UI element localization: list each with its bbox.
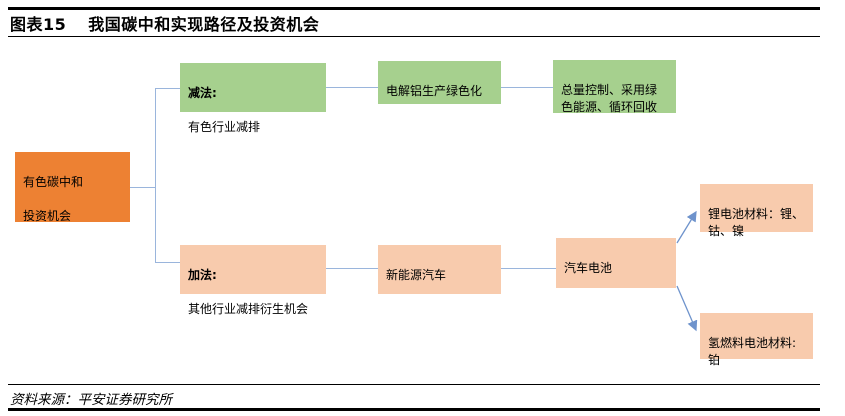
node-root: 有色碳中和 投资机会: [15, 152, 130, 223]
node-addition-label: 其他行业减排衍生机会: [188, 302, 309, 316]
connector-subtract-step2: [326, 87, 378, 88]
arrow-to-lithium-icon: [676, 210, 697, 244]
connector-step2-step3-top: [501, 87, 553, 88]
node-nev: 新能源汽车: [378, 245, 501, 294]
figure-label: 图表15: [10, 15, 67, 34]
connector-root-stem: [130, 187, 155, 188]
page-title: 我国碳中和实现路径及投资机会: [88, 15, 320, 34]
connector-to-subtract: [155, 88, 180, 89]
top-rule: [8, 7, 820, 10]
source-topline: [8, 384, 820, 385]
bottom-rule: [8, 408, 820, 411]
title-underline: [8, 36, 820, 37]
node-subtraction-label: 有色行业减排: [188, 120, 261, 134]
node-aluminum-green-label: 电解铝生产绿色化: [386, 84, 483, 98]
node-nev-label: 新能源汽车: [386, 268, 447, 282]
node-lithium-materials-label: 锂电池材料：锂、 钴、镍: [708, 207, 805, 238]
node-hydrogen-materials: 氢燃料电池材料: 铂: [700, 313, 813, 367]
connector-branch-spine: [155, 88, 156, 263]
connector-add-step2: [326, 268, 378, 269]
source-note: 资料来源：平安证券研究所: [10, 392, 172, 408]
figure-title: 图表15 我国碳中和实现路径及投资机会: [10, 11, 319, 35]
arrow-to-hydrogen-icon: [676, 285, 698, 332]
node-hydrogen-materials-label: 氢燃料电池材料: 铂: [708, 336, 797, 367]
node-total-control-label: 总量控制、采用绿 色能源、循环回收: [561, 83, 658, 114]
node-addition-head: 加法: 其他行业减排衍生机会: [180, 245, 326, 316]
node-lithium-materials: 锂电池材料：锂、 钴、镍: [700, 184, 813, 238]
connector-step2-step3-bottom: [501, 268, 556, 269]
node-auto-battery: 汽车电池: [556, 238, 676, 288]
node-aluminum-green: 电解铝生产绿色化: [378, 61, 501, 104]
node-root-label: 有色碳中和 投资机会: [23, 175, 84, 223]
node-total-control: 总量控制、采用绿 色能源、循环回收: [553, 60, 676, 114]
node-subtraction-head: 减法: 有色行业减排: [180, 63, 326, 134]
node-addition-title: 加法:: [188, 268, 217, 282]
connector-to-add: [155, 262, 180, 263]
node-auto-battery-label: 汽车电池: [564, 261, 613, 275]
node-subtraction-title: 减法:: [188, 86, 217, 100]
